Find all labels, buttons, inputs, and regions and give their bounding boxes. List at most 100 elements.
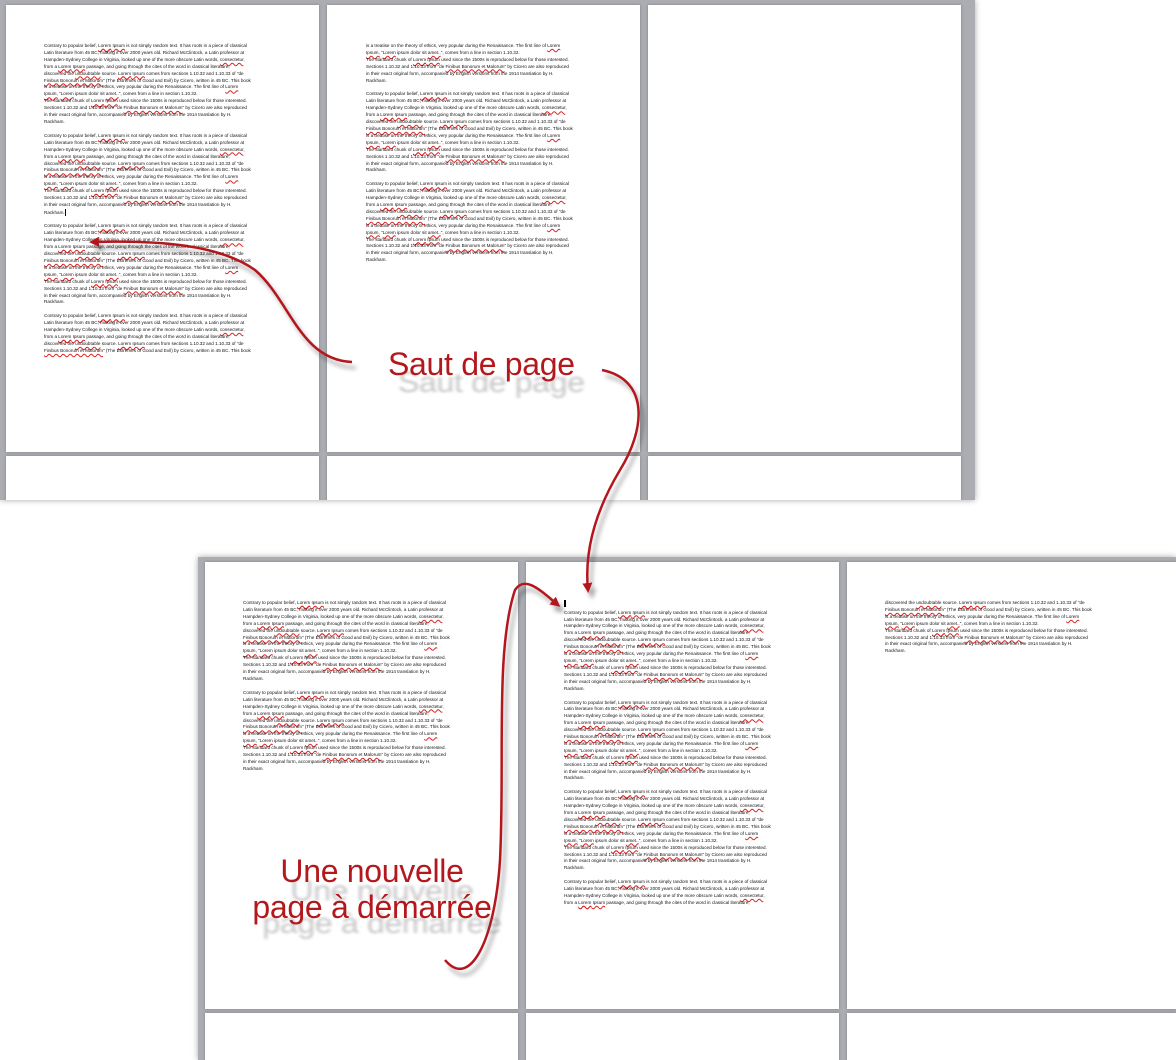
bottom-page-2: Contrary to popular belief, Lorem Ipsum … — [526, 562, 839, 1009]
bottom-page-4 — [205, 1013, 518, 1060]
text-line: Sections 1.10.32 and 1.10.33 from "de Fi… — [243, 752, 446, 758]
new-page-callout: Une nouvelle page à démarrée Une nouvell… — [252, 853, 502, 940]
text-line: discovered the undoubtable source. Lorem… — [366, 208, 566, 214]
text-line: Sections 1.10.32 and 1.10.33 from "de Fi… — [564, 671, 767, 677]
text-line: Hampden-Sydney College in Virginia, look… — [564, 893, 765, 899]
text-line: Contrary to popular belief, Lorem Ipsum … — [243, 600, 447, 605]
paragraph: Contrary to popular belief, Lorem Ipsum … — [564, 789, 814, 872]
text-line: in their exact original form, accompanie… — [243, 669, 431, 675]
text-line: Rackham. — [366, 167, 387, 173]
text-line: Latin literature from 45 BC, making it o… — [44, 320, 245, 326]
paragraph: Contrary to popular belief, Lorem Ipsum … — [44, 313, 294, 354]
text-line: The standard chunk of Lorem Ipsum used s… — [564, 844, 767, 850]
text-line: Contrary to popular belief, Lorem Ipsum … — [44, 132, 248, 138]
text-line: Finibus Bonorum et Malorum" (The Extreme… — [564, 644, 771, 650]
text-line: from a Lorem Ipsum passage, and going th… — [366, 112, 552, 118]
text-line: in their exact original form, accompanie… — [44, 292, 232, 298]
text-line: Hampden-Sydney College in Virginia, look… — [366, 195, 567, 201]
top-page-1: Contrary to popular belief, Lorem Ipsum … — [6, 5, 319, 452]
text-line: discovered the undoubtable source. Lorem… — [243, 717, 443, 723]
text-line: Sections 1.10.32 and 1.10.33 from "de Fi… — [243, 662, 446, 668]
text-line: The standard chunk of Lorem Ipsum used s… — [44, 278, 247, 284]
text-line: Hampden-Sydney College in Virginia, look… — [44, 327, 245, 333]
paragraph: Contrary to popular belief, Lorem Ipsum … — [564, 879, 814, 907]
text-line: Latin literature from 45 BC, making it o… — [243, 696, 444, 702]
text-line: Hampden-Sydney College in Virginia, look… — [564, 713, 765, 719]
paragraph: discovered the undoubtable source. Lorem… — [885, 600, 1135, 655]
top-document-view: Contrary to popular belief, Lorem Ipsum … — [0, 0, 975, 500]
text-line: is a treatise on the theory of ethics, v… — [366, 43, 561, 48]
text-line: Finibus Bonorum et Malorum" (The Extreme… — [243, 724, 450, 730]
text-line: Sections 1.10.32 and 1.10.33 from "de Fi… — [366, 153, 569, 159]
text-line: Latin literature from 45 BC, making it o… — [243, 606, 444, 612]
text-line: Sections 1.10.32 and 1.10.33 from "de Fi… — [44, 105, 247, 111]
text-line: in their exact original form, accompanie… — [44, 201, 232, 207]
text-line: in their exact original form, accompanie… — [243, 758, 431, 764]
text-line: Rackham. — [885, 648, 906, 654]
text-line: from a Lorem Ipsum passage, and going th… — [564, 630, 750, 636]
text-line: Hampden-Sydney College in Virginia, look… — [243, 703, 444, 709]
paragraph: Contrary to popular belief, Lorem Ipsum … — [564, 610, 814, 693]
paragraph: Contrary to popular belief, Lorem Ipsum … — [243, 690, 493, 773]
text-line: Ipsum, "Lorem ipsum dolor sit amet..", c… — [44, 271, 198, 277]
text-line: is a treatise on the theory of ethics, v… — [366, 132, 561, 138]
text-line: Hampden-Sydney College in Virginia, look… — [243, 613, 444, 619]
text-line: in their exact original form, accompanie… — [366, 70, 554, 76]
text-line: from a Lorem Ipsum passage, and going th… — [366, 202, 552, 208]
text-line: Finibus Bonorum et Malorum" (The Extreme… — [366, 215, 573, 221]
text-line: Ipsum, "Lorem ipsum dolor sit amet..", c… — [243, 738, 397, 744]
text-line: Hampden-Sydney College in Virginia, look… — [44, 237, 245, 243]
text-line: discovered the undoubtable source. Lorem… — [366, 119, 566, 125]
text-line: discovered the undoubtable source. Lorem… — [44, 251, 244, 257]
text-line: Latin literature from 45 BC, making it o… — [564, 706, 765, 712]
text-cursor — [564, 600, 566, 607]
text-line: from a Lorem Ipsum passage, and going th… — [564, 810, 750, 816]
bottom-page-2-text: Contrary to popular belief, Lorem Ipsum … — [564, 600, 814, 914]
text-line: is a treatise on the theory of ethics, v… — [366, 222, 561, 228]
text-line: Finibus Bonorum et Malorum" (The Extreme… — [366, 125, 573, 131]
paragraph: Contrary to popular belief, Lorem Ipsum … — [44, 223, 294, 306]
text-line: from a Lorem Ipsum passage, and going th… — [243, 710, 429, 716]
text-line: Ipsum, "Lorem ipsum dolor sit amet..", c… — [366, 49, 520, 55]
text-line: Contrary to popular belief, Lorem Ipsum … — [366, 181, 570, 187]
text-line: discovered the undoubtable source. Lorem… — [564, 637, 764, 643]
text-line: Finibus Bonorum et Malorum" (The Extreme… — [243, 634, 450, 640]
text-line: discovered the undoubtable source. Lorem… — [243, 627, 443, 633]
text-line: Finibus Bonorum et Malorum" (The Extreme… — [44, 77, 251, 83]
text-line: Hampden-Sydney College in Virginia, look… — [366, 105, 567, 111]
text-line: Sections 1.10.32 and 1.10.33 from "de Fi… — [564, 851, 767, 857]
text-line: from a Lorem Ipsum passage, and going th… — [243, 620, 429, 626]
paragraph: Contrary to popular belief, Lorem Ipsum … — [44, 133, 294, 217]
text-line: discovered the undoubtable source. Lorem… — [564, 727, 764, 733]
text-line: Rackham. — [564, 865, 585, 871]
text-line: is a treatise on the theory of ethics, v… — [44, 174, 239, 180]
text-line: Rackham. — [366, 77, 387, 83]
top-page-3 — [648, 5, 961, 452]
bottom-page-5 — [526, 1013, 839, 1060]
top-page-4 — [6, 456, 319, 500]
new-page-callout-line1: Une nouvelle — [280, 853, 464, 889]
text-line: Finibus Bonorum et Malorum" (The Extreme… — [564, 734, 771, 740]
paragraph: is a treatise on the theory of ethics, v… — [366, 43, 616, 84]
text-line: is a treatise on the theory of ethics, v… — [885, 613, 1080, 619]
paragraph: Contrary to popular belief, Lorem Ipsum … — [243, 600, 493, 683]
text-line: Ipsum, "Lorem ipsum dolor sit amet..", c… — [564, 657, 718, 663]
text-line: Ipsum, "Lorem ipsum dolor sit amet..", c… — [366, 139, 520, 145]
text-line: from a Lorem Ipsum passage, and going th… — [44, 153, 230, 159]
text-line: Latin literature from 45 BC, making it o… — [564, 616, 765, 622]
text-line: Sections 1.10.32 and 1.10.33 from "de Fi… — [885, 634, 1088, 640]
paragraph: Contrary to popular belief, Lorem Ipsum … — [366, 181, 616, 264]
text-line: Ipsum, "Lorem ipsum dolor sit amet..", c… — [564, 837, 718, 843]
text-line: The standard chunk of Lorem Ipsum used s… — [564, 754, 767, 760]
text-line: The standard chunk of Lorem Ipsum used s… — [366, 146, 569, 152]
text-line: Contrary to popular belief, Lorem Ipsum … — [44, 43, 248, 48]
text-line: in their exact original form, accompanie… — [366, 160, 554, 166]
text-line: Sections 1.10.32 and 1.10.33 from "de Fi… — [44, 195, 247, 201]
text-line: discovered the undoubtable source. Lorem… — [44, 70, 244, 76]
text-line: The standard chunk of Lorem Ipsum used s… — [885, 627, 1088, 633]
text-line: Ipsum, "Lorem ipsum dolor sit amet..", c… — [366, 229, 520, 235]
top-page-2: is a treatise on the theory of ethics, v… — [327, 5, 640, 452]
text-line: Finibus Bonorum et Malorum" (The Extreme… — [885, 606, 1092, 612]
text-line: Latin literature from 45 BC, making it o… — [44, 139, 245, 145]
text-line: is a treatise on the theory of ethics, v… — [44, 264, 239, 270]
